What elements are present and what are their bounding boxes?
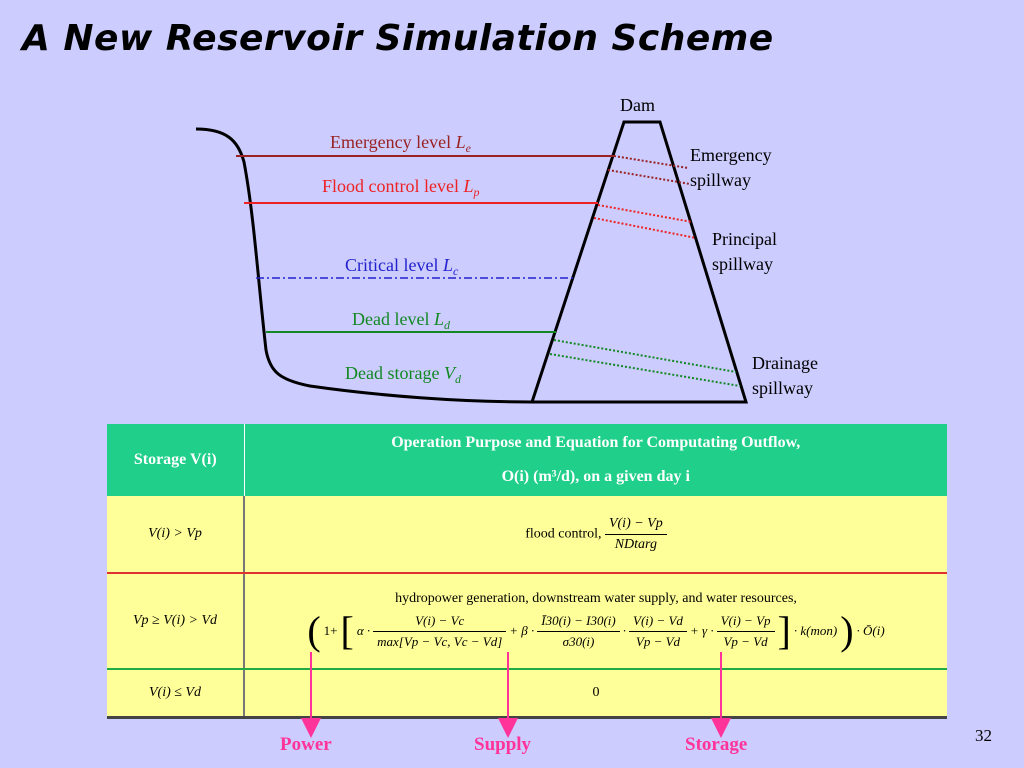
supply-label: Supply [474,734,532,755]
equation-cell: flood control, V(i) − Vp NDtarg [244,496,947,574]
table-row: V(i) > Vp flood control, V(i) − Vp NDtar… [107,496,947,574]
value-cell: 0 [592,685,600,700]
purpose-text: hydropower generation, downstream water … [395,591,797,606]
dam-label: Dam [620,95,655,115]
table-header-row: Storage V(i) Operation Purpose and Equat… [107,424,947,496]
operation-table: Storage V(i) Operation Purpose and Equat… [107,424,947,719]
purpose-text: flood control, [525,526,602,542]
table-row: V(i) ≤ Vd 0 [107,669,947,718]
condition-cell: V(i) > Vp [107,496,245,574]
slide-title: A New Reservoir Simulation Scheme [22,18,774,59]
storage-label: Storage [685,734,748,755]
dead-level-label: Dead level Ld [352,309,451,332]
critical-level-label: Critical level Lc [345,255,459,278]
header-operation: Operation Purpose and Equation for Compu… [391,434,801,485]
drainage-spillway-line-2 [549,353,741,387]
principal-spillway-line-1 [597,204,693,223]
operation-table-container: Storage V(i) Operation Purpose and Equat… [107,424,947,719]
condition-cell: Vp ≥ V(i) > Vd [107,573,245,670]
principal-spillway-line-2 [593,217,697,239]
equation-cell: hydropower generation, downstream water … [244,573,947,670]
emergency-spillway-label: Emergency spillway [690,145,776,190]
emergency-spillway-line-2 [607,169,691,185]
drainage-spillway-label: Drainage spillway [752,353,822,398]
header-storage: Storage V(i) [107,424,245,496]
flood-control-equation: V(i) − Vp NDtarg [604,516,667,553]
condition-cell: V(i) ≤ Vd [107,669,245,718]
flood-control-level-label: Flood control level Lp [322,176,480,199]
table-row: Vp ≥ V(i) > Vd hydropower generation, do… [107,573,947,670]
dead-storage-label: Dead storage Vd [345,363,462,386]
principal-spillway-label: Principal spillway [712,229,782,274]
emergency-spillway-line-1 [613,155,689,169]
page-number: 32 [975,726,992,745]
emergency-level-label: Emergency level Le [330,132,472,155]
power-label: Power [280,734,332,755]
dam-shape [529,120,749,404]
drainage-spillway-line-1 [553,339,737,373]
